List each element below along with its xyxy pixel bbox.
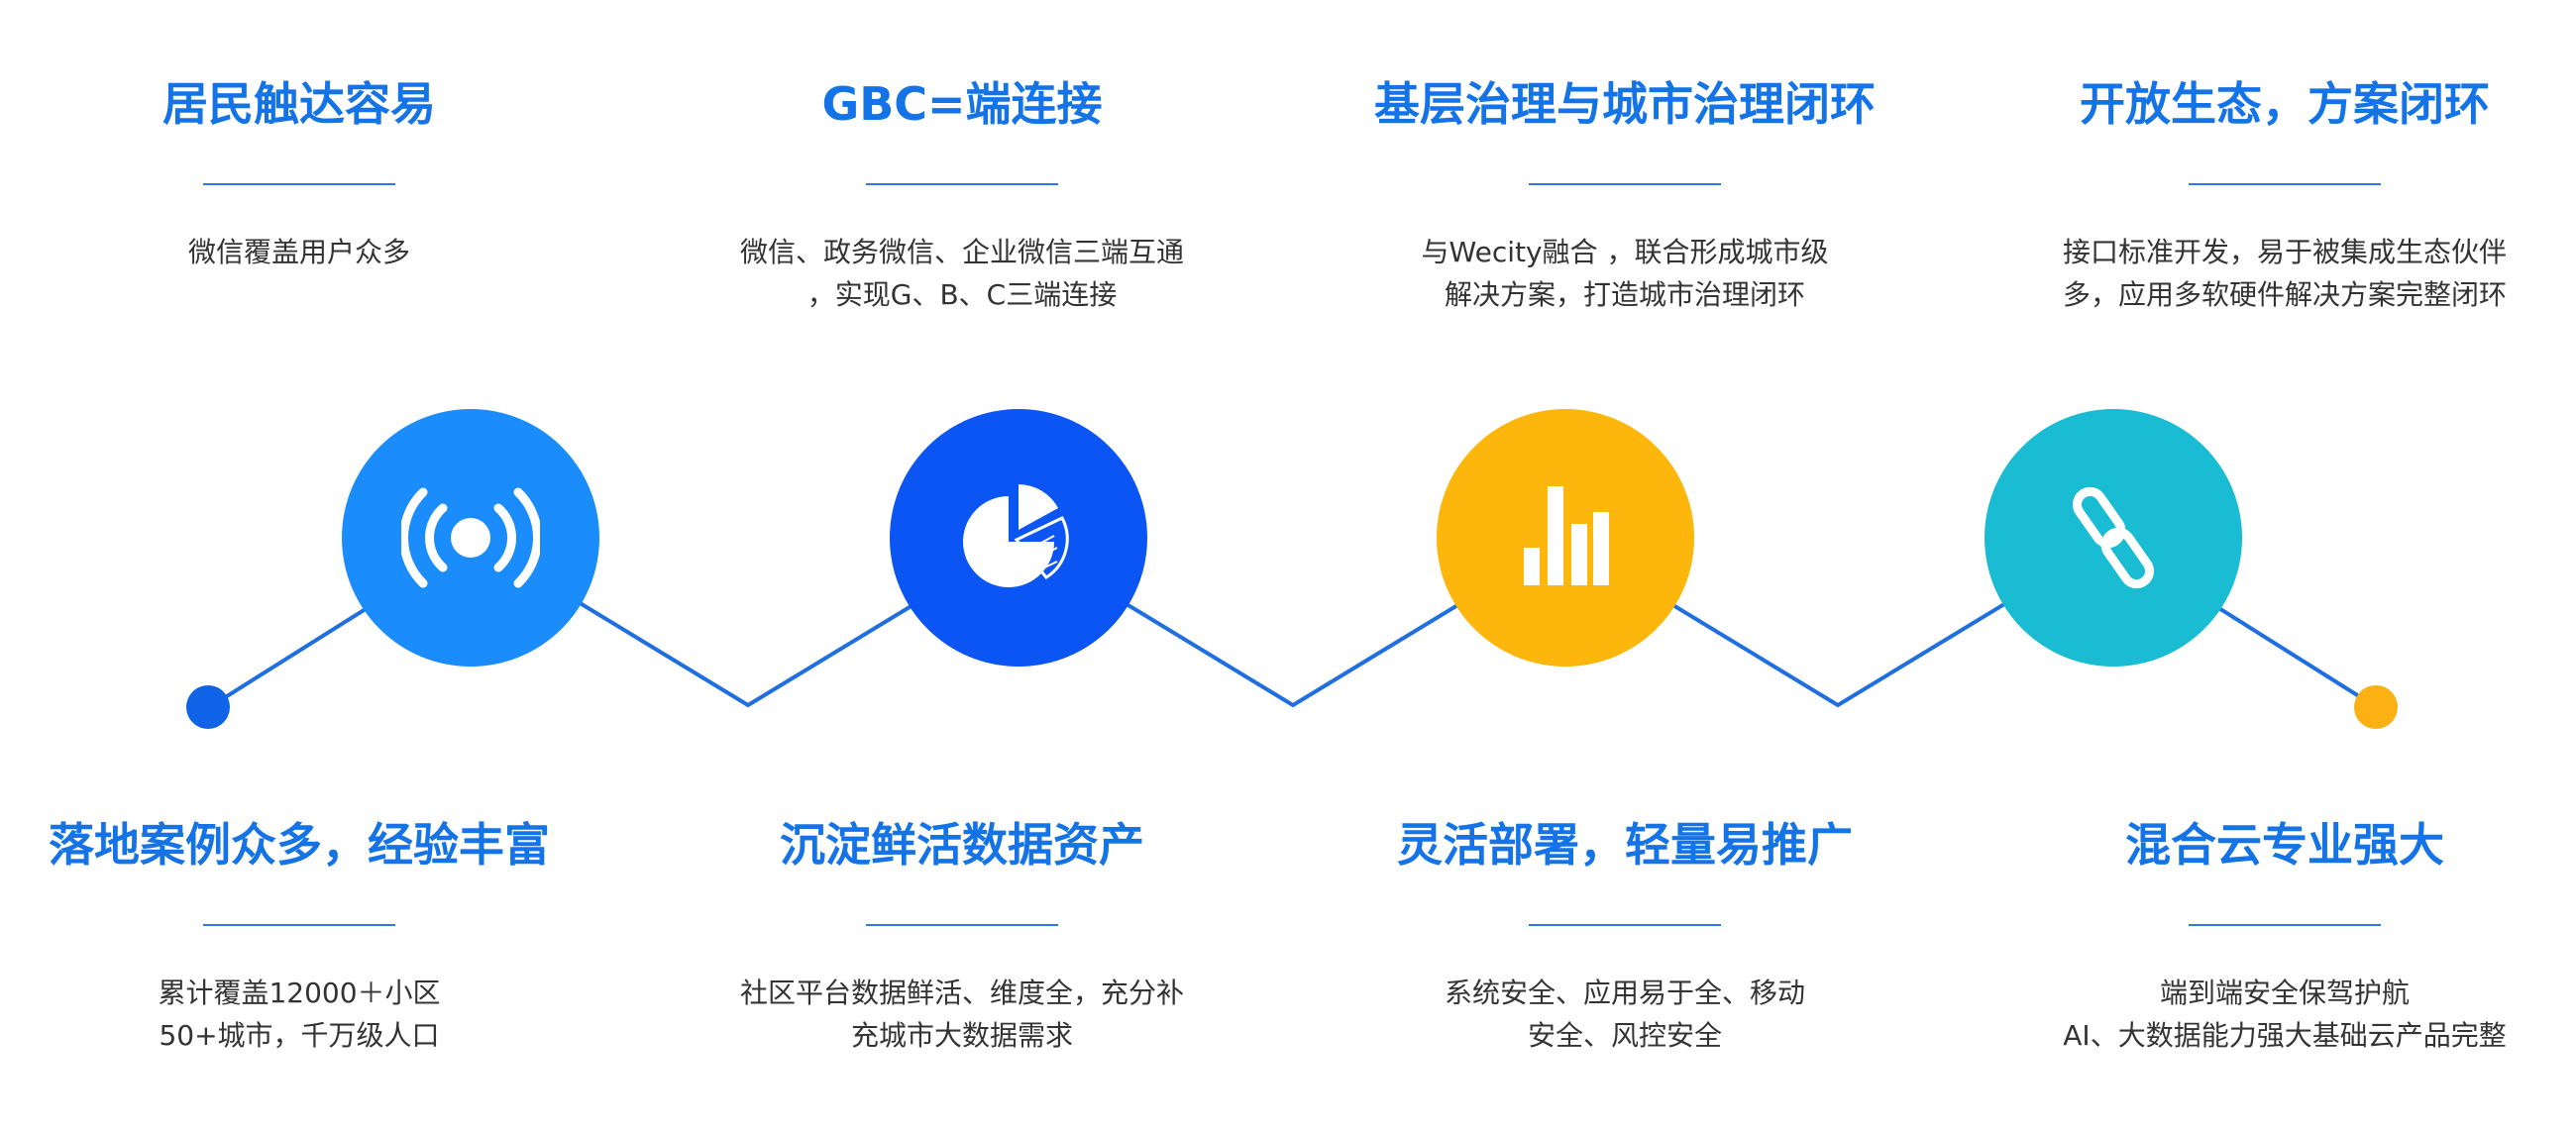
feature-circle-3 (1437, 409, 1694, 667)
title-underline (866, 183, 1058, 185)
title-underline (866, 924, 1058, 926)
feature-desc-line: 系统安全、应用易于全、移动 (1444, 977, 1805, 1009)
title-underline (2189, 183, 2381, 185)
feature-title: 基层治理与城市治理闭环 (1374, 77, 1876, 131)
feature-desc-line: 端到端安全保驾护航 (2159, 977, 2410, 1009)
feature-desc-line: 安全、风控安全 (1527, 1019, 1722, 1052)
title-underline (2189, 924, 2381, 926)
broadcast-icon (401, 487, 540, 588)
feature-desc-line: ，实现G、B、C三端连接 (806, 278, 1118, 311)
top-feature-3: 基层治理与城市治理闭环 与Wecity融合 ，联合形成城市级 解决方案，打造城市… (1347, 77, 1902, 311)
top-feature-2: GBC=端连接 微信、政务微信、企业微信三端互通 ，实现G、B、C三端连接 (685, 77, 1239, 311)
bar-chart-icon (1524, 486, 1609, 585)
feature-title: 居民触达容易 (162, 77, 436, 131)
title-underline (203, 183, 395, 185)
feature-desc-line: 与Wecity融合 ，联合形成城市级 (1421, 236, 1829, 268)
feature-circle-1 (342, 409, 599, 667)
feature-title: 落地案例众多，经验丰富 (49, 818, 550, 872)
feature-desc-line: AI、大数据能力强大基础云产品完整 (2063, 1019, 2507, 1052)
feature-title: 灵活部署，轻量易推广 (1397, 818, 1853, 872)
feature-desc-line: 社区平台数据鲜活、维度全，充分补 (739, 977, 1184, 1009)
feature-desc-line: 充城市大数据需求 (850, 1019, 1073, 1052)
bottom-feature-1: 落地案例众多，经验丰富 累计覆盖12000＋小区 50+城市，千万级人口 (22, 818, 577, 1052)
feature-circle-2 (890, 409, 1147, 667)
feature-desc-line: 多，应用多软硬件解决方案完整闭环 (2062, 278, 2507, 311)
bottom-feature-4: 混合云专业强大 端到端安全保驾护航 AI、大数据能力强大基础云产品完整 (2007, 818, 2562, 1052)
feature-title: GBC=端连接 (821, 77, 1103, 131)
feature-desc-line: 累计覆盖12000＋小区 (158, 977, 441, 1009)
title-underline (1529, 924, 1721, 926)
feature-title: 开放生态，方案闭环 (2080, 77, 2490, 131)
title-underline (203, 924, 395, 926)
bottom-feature-3: 灵活部署，轻量易推广 系统安全、应用易于全、移动 安全、风控安全 (1347, 818, 1902, 1052)
feature-desc-line: 接口标准开发，易于被集成生态伙伴 (2062, 236, 2507, 268)
feature-desc-line: 解决方案，打造城市治理闭环 (1444, 278, 1805, 311)
feature-desc-line: 微信覆盖用户众多 (187, 236, 410, 268)
bottom-feature-2: 沉淀鲜活数据资产 社区平台数据鲜活、维度全，充分补 充城市大数据需求 (685, 818, 1239, 1052)
feature-desc-line: 50+城市，千万级人口 (159, 1019, 440, 1052)
title-underline (1529, 183, 1721, 185)
start-dot (186, 685, 230, 729)
end-dot (2354, 685, 2398, 729)
top-feature-1: 居民触达容易 微信覆盖用户众多 (22, 77, 577, 268)
feature-desc-line: 微信、政务微信、企业微信三端互通 (739, 236, 1184, 268)
top-feature-4: 开放生态，方案闭环 接口标准开发，易于被集成生态伙伴 多，应用多软硬件解决方案完… (2007, 77, 2562, 311)
feature-title: 沉淀鲜活数据资产 (780, 818, 1144, 872)
pie-chart-icon (963, 484, 1069, 587)
feature-title: 混合云专业强大 (2125, 818, 2444, 872)
link-icon (2072, 486, 2155, 589)
feature-circle-4 (1985, 409, 2242, 667)
